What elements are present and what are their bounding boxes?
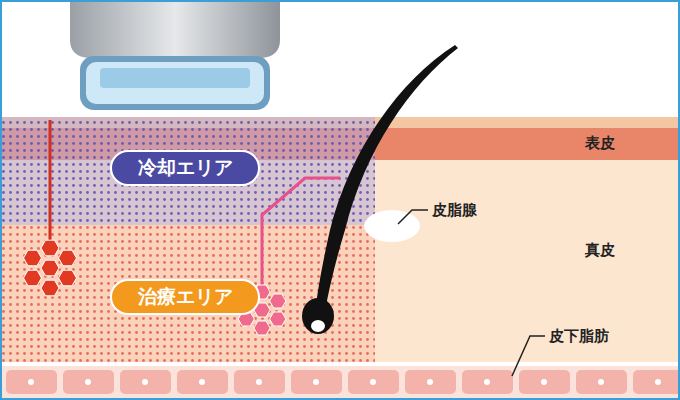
fat-nucleus <box>85 379 91 385</box>
layer-label: 皮下脂肪 <box>549 327 609 346</box>
blood-cell <box>270 294 286 308</box>
fat-nucleus <box>541 379 547 385</box>
area-pill: 冷却エリア <box>110 150 260 186</box>
blood-cell <box>254 321 270 335</box>
fat-cell <box>120 370 171 394</box>
fat-nucleus <box>370 379 376 385</box>
fat-nucleus <box>199 379 205 385</box>
fat-cell <box>291 370 342 394</box>
area-label: 冷却エリア <box>138 155 233 181</box>
fat-nucleus <box>313 379 319 385</box>
area-label: 治療エリア <box>138 284 233 310</box>
fat-nucleus <box>427 379 433 385</box>
blood-cell <box>41 240 59 256</box>
fat-cell <box>576 370 627 394</box>
fat-cell <box>633 370 680 394</box>
blood-cell <box>270 312 286 326</box>
layer-label: 皮脂腺 <box>432 201 477 220</box>
fat-cell <box>6 370 57 394</box>
blood-cell <box>24 250 42 266</box>
fat-nucleus <box>28 379 34 385</box>
fat-nucleus <box>598 379 604 385</box>
blood-cell <box>41 260 59 276</box>
blood-cell <box>59 270 77 286</box>
blood-cell <box>24 270 42 286</box>
layer-label: 真皮 <box>585 241 615 260</box>
fat-cell <box>348 370 399 394</box>
blood-cell <box>59 250 77 266</box>
fat-nucleus <box>484 379 490 385</box>
fat-nucleus <box>256 379 262 385</box>
fat-cell <box>519 370 570 394</box>
fat-cell <box>177 370 228 394</box>
fat-cell <box>405 370 456 394</box>
fat-cell <box>234 370 285 394</box>
blood-cell <box>41 280 59 296</box>
area-pill: 治療エリア <box>110 279 260 315</box>
fat-cell <box>63 370 114 394</box>
fat-cell <box>462 370 513 394</box>
fat-nucleus <box>142 379 148 385</box>
fat-nucleus <box>655 379 661 385</box>
layer-label: 表皮 <box>585 134 615 153</box>
